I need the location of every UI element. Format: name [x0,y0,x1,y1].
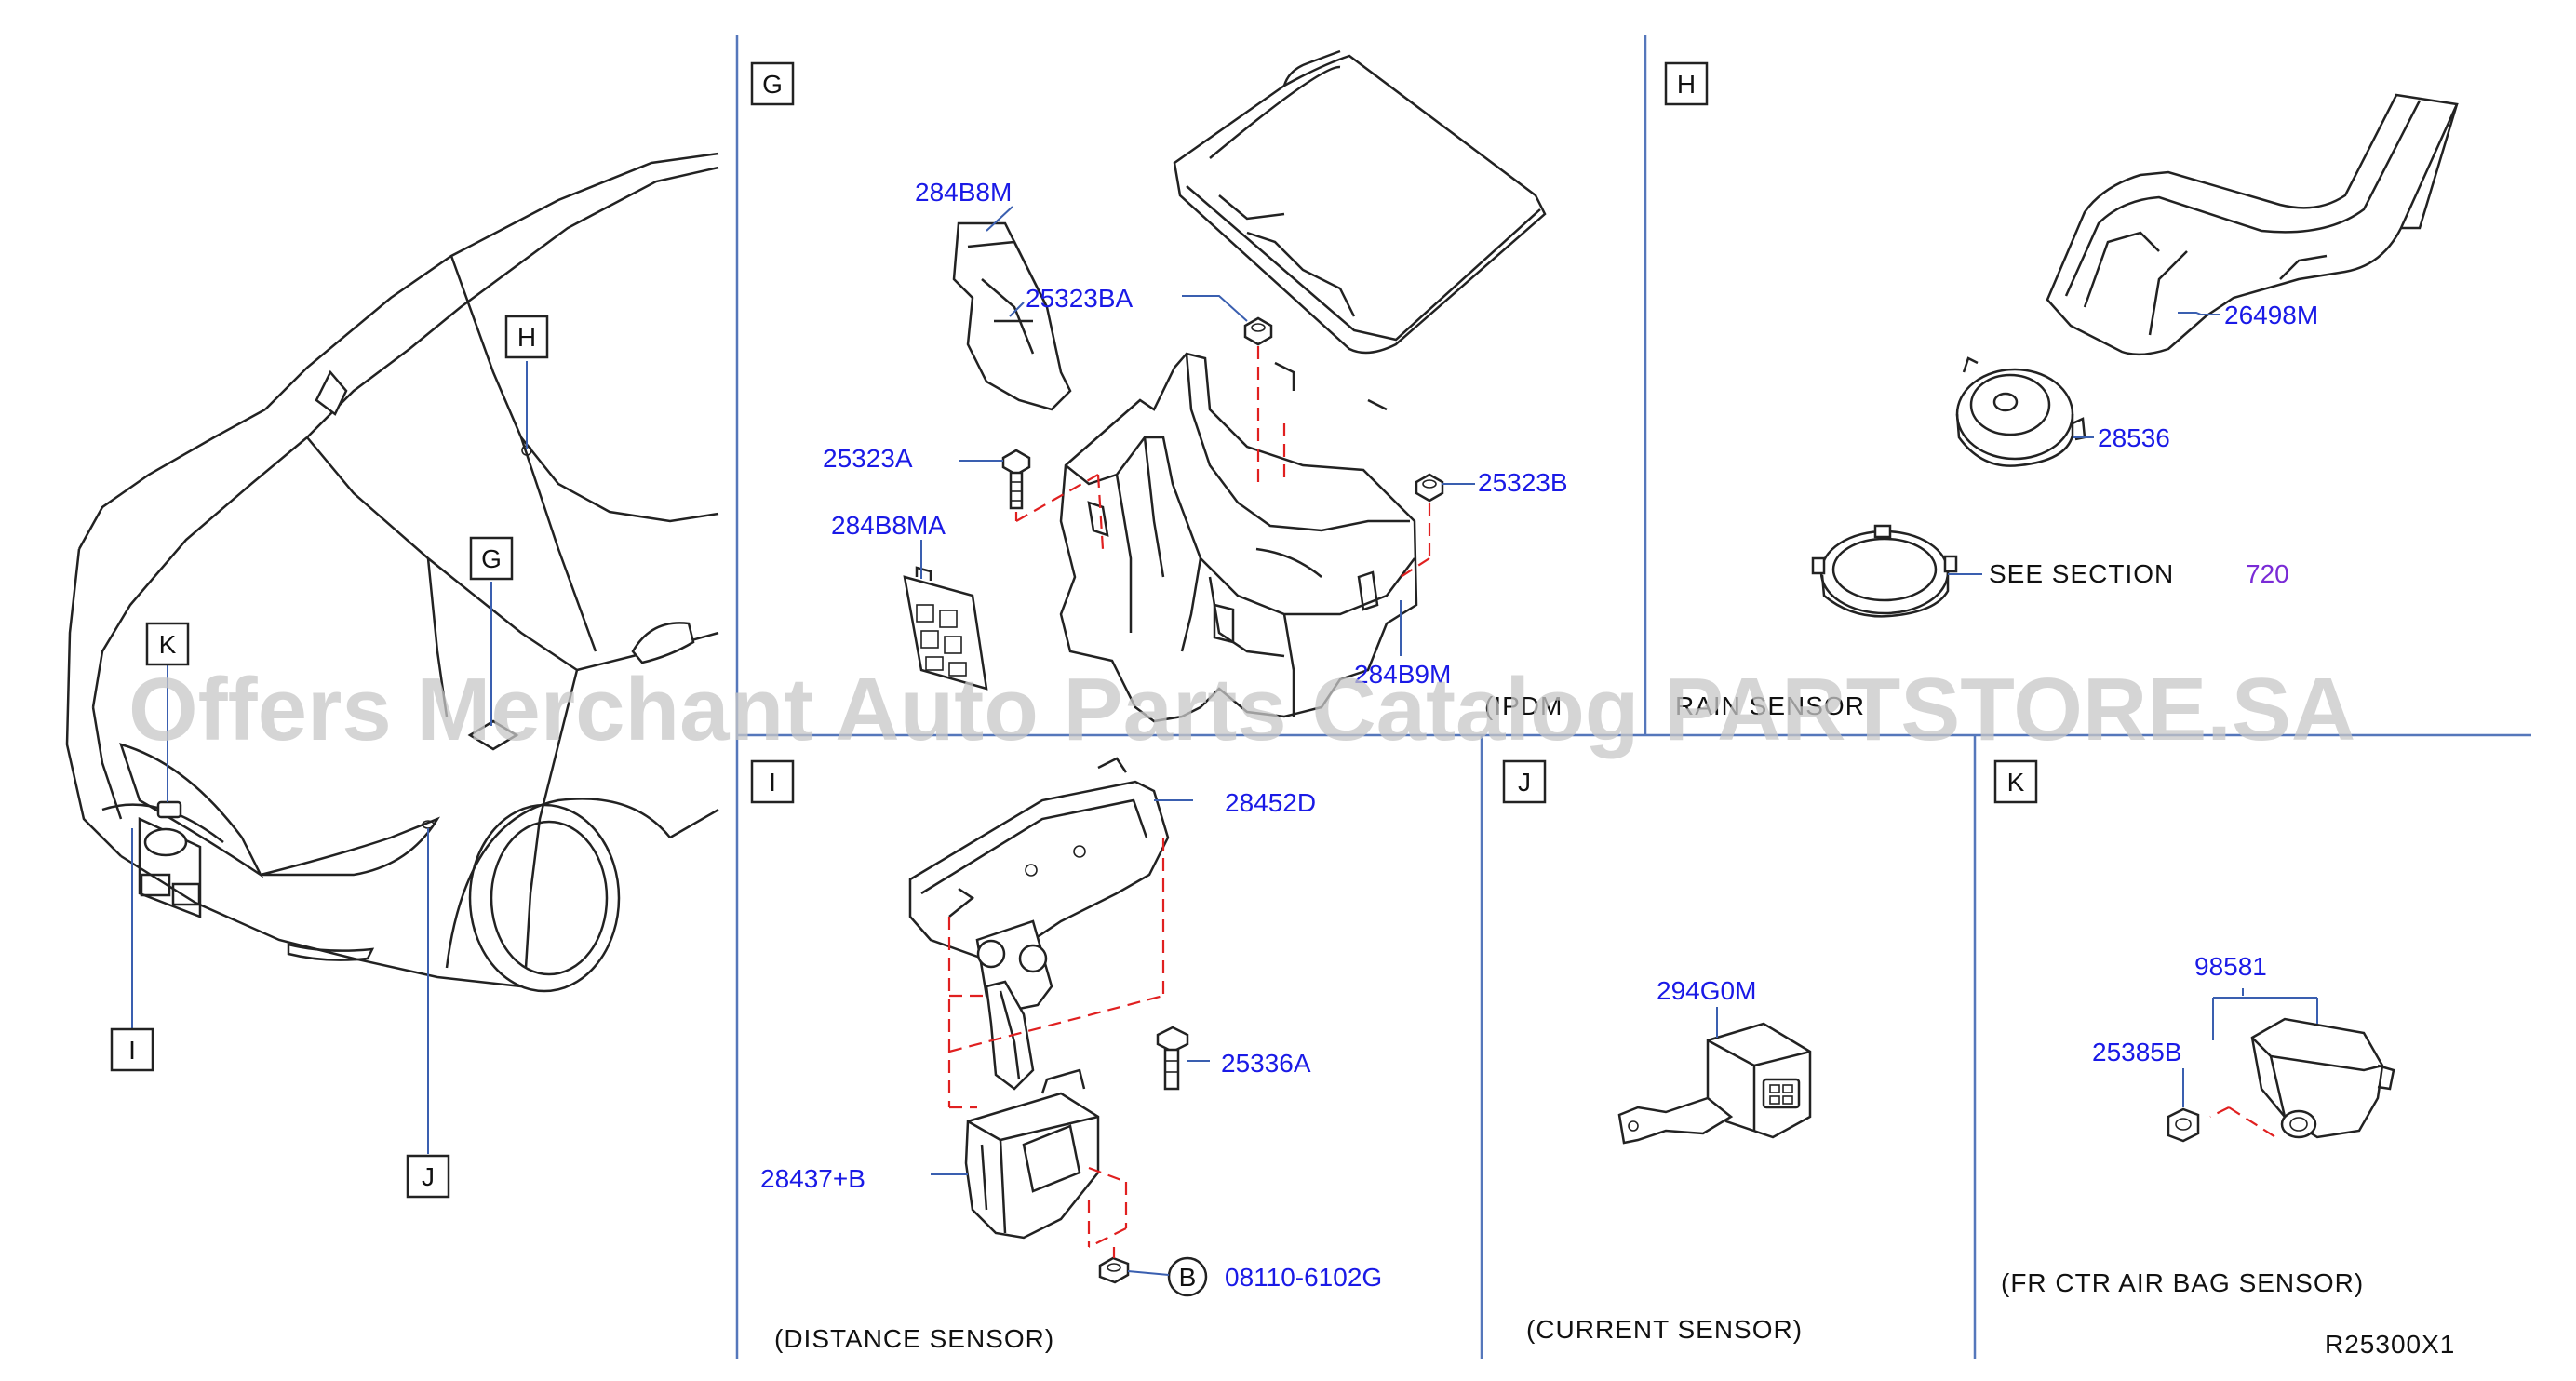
car-callout-G[interactable]: G [469,536,514,581]
section-J-box[interactable]: J [1502,759,1547,804]
part-284B9M[interactable]: 284B9M [1354,660,1451,689]
airbag-sensor-caption: (FR CTR AIR BAG SENSOR) [2001,1268,2364,1297]
section-H-box[interactable]: H [1664,61,1709,106]
section-G-label: G [762,70,783,99]
section-I-label: I [769,768,776,797]
rain-sensor-caption: RAIN SENSOR [1675,691,1865,720]
b-marker-label: B [1179,1263,1197,1292]
part-28536[interactable]: 28536 [2098,423,2170,452]
rain-sensor-leaders [1948,312,2220,575]
distance-sensor-drawing [908,757,1208,1297]
watermark: Offers Merchant Auto Parts Catalog PARTS… [128,660,2355,759]
section-K-label: K [2007,768,2025,797]
part-28452D[interactable]: 28452D [1225,788,1316,817]
car-callout-J[interactable]: J [406,1154,450,1199]
airbag-sensor-leaders [2182,988,2318,1107]
ipdm-drawing [903,49,1547,723]
car-callout-G-label: G [481,544,502,573]
section-K-box[interactable]: K [1993,759,2038,804]
part-284B8MA[interactable]: 284B8MA [831,511,946,540]
part-25385B[interactable]: 25385B [2092,1038,2182,1066]
car-front-illustration [65,152,719,993]
part-25323B[interactable]: 25323B [1478,468,1568,497]
section-J-label: J [1518,768,1531,797]
distance-sensor-caption: (DISTANCE SENSOR) [774,1324,1054,1353]
part-25323BA[interactable]: 25323BA [1026,284,1134,313]
part-25323A[interactable]: 25323A [823,444,913,473]
car-callout-H[interactable]: H [504,315,549,359]
see-section-label: SEE SECTION [1989,559,2174,588]
panel-separators [735,35,2531,1359]
car-callout-I-label: I [128,1036,136,1065]
ipdm-caption: (IPDM [1484,691,1563,720]
part-08110-6102G[interactable]: 08110-6102G [1225,1263,1382,1292]
rain-sensor-drawing [1811,93,2459,618]
part-26498M[interactable]: 26498M [2224,301,2318,329]
current-sensor-drawing [1617,1022,1812,1145]
ipdm-leaders [920,206,1475,656]
car-callout-I[interactable]: I [110,1027,154,1072]
current-sensor-caption: (CURRENT SENSOR) [1526,1315,1803,1344]
car-callout-K[interactable]: K [145,622,190,666]
car-callout-leaders [131,361,528,1154]
section-I-box[interactable]: I [750,759,795,804]
distance-sensor-dashed-guides [947,838,1165,1258]
ipdm-dashed-guides [1014,346,1431,578]
section-720-link[interactable]: 720 [2246,559,2289,588]
car-callout-J-label: J [422,1162,435,1191]
car-callout-H-label: H [517,323,536,352]
distance-sensor-leaders [931,799,1210,1276]
part-294G0M[interactable]: 294G0M [1657,976,1756,1005]
part-28437B[interactable]: 28437+B [760,1164,865,1193]
car-callout-K-label: K [159,630,177,659]
section-G-box[interactable]: G [750,61,795,106]
section-H-label: H [1677,70,1696,99]
part-25336A[interactable]: 25336A [1221,1049,1311,1078]
airbag-sensor-dashed-guides [2209,1106,2281,1141]
airbag-sensor-drawing [2167,1017,2395,1143]
part-98581[interactable]: 98581 [2194,952,2267,981]
reference-code: R25300X1 [2325,1330,2455,1359]
part-284B8M[interactable]: 284B8M [915,178,1012,207]
